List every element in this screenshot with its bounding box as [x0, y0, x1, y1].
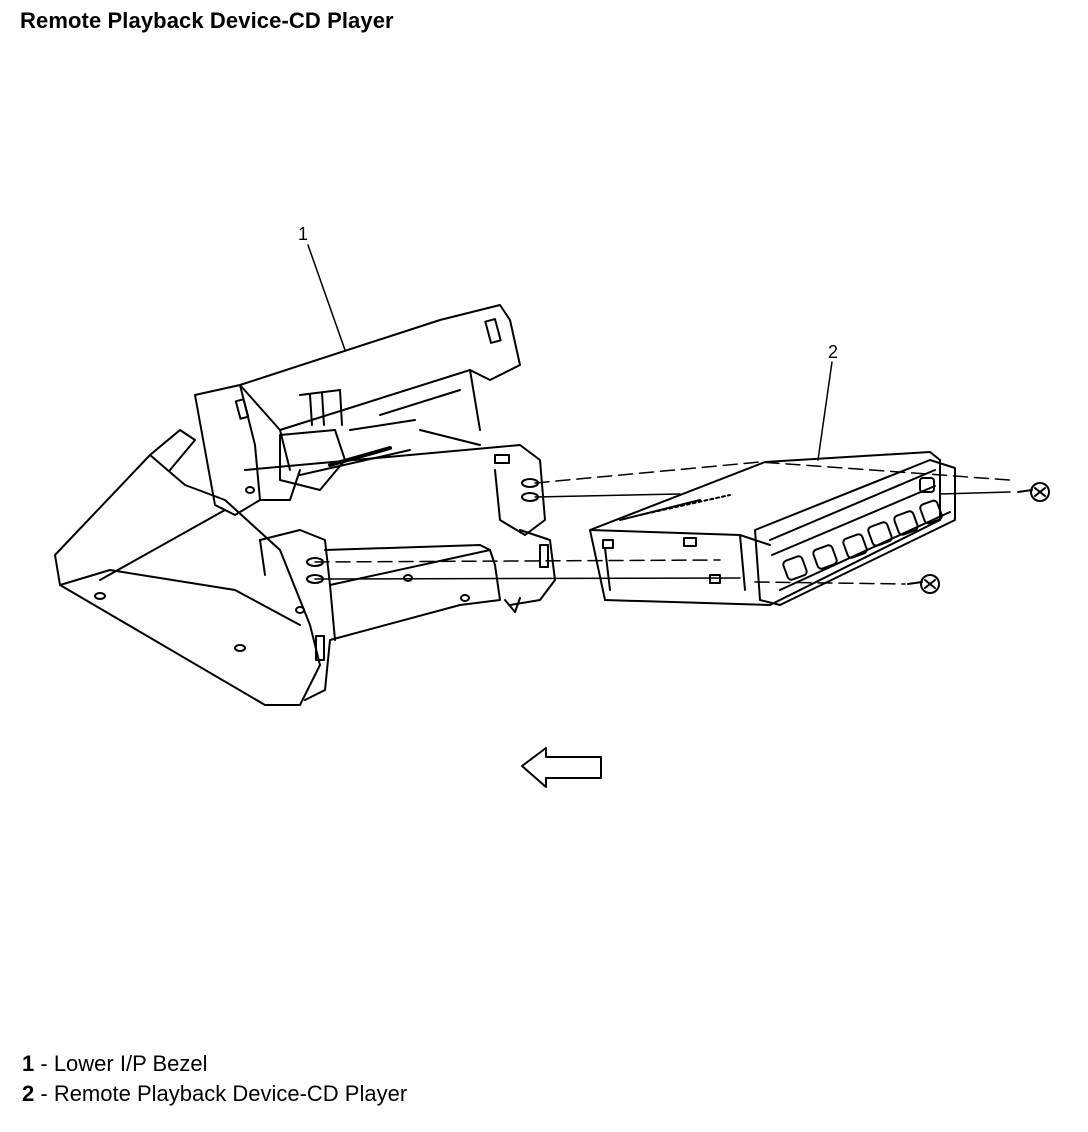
cd-player-part	[589, 451, 956, 606]
callout-1: 1	[298, 224, 308, 244]
direction-arrow-icon	[521, 747, 602, 788]
lower-ip-bezel-part	[54, 304, 556, 706]
callout-1-leader	[307, 244, 346, 351]
legend-item-1: 1 - Lower I/P Bezel	[22, 1049, 407, 1079]
callout-2-leader	[817, 361, 833, 461]
legend-number: 1	[22, 1051, 35, 1076]
alignment-lines	[314, 461, 1011, 585]
callout-2: 2	[828, 342, 838, 362]
legend-number: 2	[22, 1081, 35, 1106]
legend-label: Remote Playback Device-CD Player	[53, 1081, 408, 1106]
legend-label: Lower I/P Bezel	[53, 1051, 208, 1076]
page-title: Remote Playback Device-CD Player	[20, 8, 394, 33]
legend-item-2: 2 - Remote Playback Device-CD Player	[22, 1079, 407, 1109]
upper-screw	[1017, 482, 1050, 502]
lower-screw	[907, 574, 940, 594]
legend-separator: -	[34, 1081, 54, 1106]
legend-separator: -	[34, 1051, 54, 1076]
legend: 1 - Lower I/P Bezel 2 - Remote Playback …	[22, 1049, 407, 1109]
